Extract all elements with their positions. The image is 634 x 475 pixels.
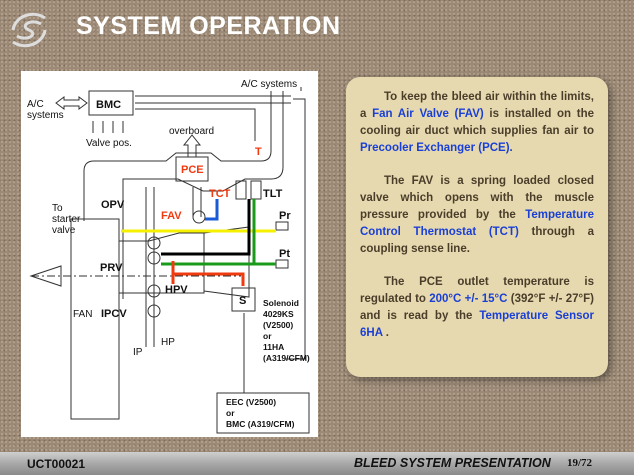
valve-pos-label: Valve pos. (86, 138, 132, 149)
text-label: or (226, 408, 235, 418)
text-label: 200°C +/- 15°C (429, 293, 508, 305)
ac-systems-top-label: A/C systems (241, 79, 297, 90)
presentation-title: BLEED SYSTEM PRESENTATION (354, 456, 551, 470)
bmc-box (88, 90, 134, 116)
text-label: Temperature Control Thermostat (TCT) (360, 209, 594, 238)
text-label: systems (27, 110, 64, 121)
tlt-label: TLT (263, 188, 283, 200)
text-label: is installed on the cooling air duct whi… (360, 108, 595, 137)
text-label: EEC (V2500) (226, 397, 276, 407)
fav-label: FAV (161, 210, 182, 222)
text-label: A/C (27, 99, 44, 110)
text-label: Precooler Exchanger (PCE). (360, 142, 513, 154)
text-label: To keep the bleed air within the limits,… (360, 91, 594, 120)
hpv-label: HPV (165, 284, 188, 296)
ip-label: IP (133, 347, 143, 358)
paragraph-pce-temp: The PCE outlet temperature is regulated … (360, 274, 594, 342)
text-label: (392°F +/- 27°F) and is read by the (360, 293, 594, 322)
company-logo (11, 12, 47, 48)
text-label: Solenoid (263, 298, 299, 308)
hp-label: HP (161, 337, 175, 348)
pr-label: Pr (279, 210, 291, 222)
text-label: (V2500) (263, 320, 293, 330)
bmc-label: BMC (96, 99, 121, 111)
tct-label: TCT (209, 188, 231, 200)
ipcv-label: IPCV (101, 308, 127, 320)
explanation-panel: To keep the bleed air within the limits,… (346, 77, 608, 377)
fan-label: FAN (73, 309, 92, 320)
text-label: valve (52, 225, 76, 236)
footer-bar: UCT00021 BLEED SYSTEM PRESENTATION 19/72 (0, 452, 634, 475)
text-label: BMC (A319/CFM) (226, 419, 295, 429)
course-code: UCT00021 (27, 457, 86, 471)
t-sensor-label: T (255, 146, 262, 158)
text-label: 4029KS (263, 309, 294, 319)
prv-label: PRV (100, 262, 123, 274)
opv-label: OPV (101, 199, 125, 211)
solenoid-s-label: S (239, 295, 246, 307)
text-label: The PCE outlet temperature is regulated … (360, 276, 594, 305)
page-title: SYSTEM OPERATION (76, 12, 341, 40)
text-label: Temperature Sensor 6HA (360, 310, 594, 339)
text-label: 11HA (263, 342, 284, 352)
pce-box (175, 156, 209, 182)
text-label: . (382, 327, 389, 339)
text-label: (A319/CFM) (263, 353, 310, 363)
text-label: To (52, 203, 63, 214)
paragraph-fav: To keep the bleed air within the limits,… (360, 89, 594, 157)
text-label: Fan Air Valve (FAV) (372, 108, 484, 120)
overboard-label: overboard (169, 126, 214, 137)
paragraph-tct: The FAV is a spring loaded closed valve … (360, 173, 594, 258)
solenoid-box (231, 287, 256, 312)
overboard-arrow-icon (182, 134, 202, 157)
pt-label: Pt (279, 248, 290, 260)
double-arrow-icon (55, 96, 88, 110)
text-label: starter (52, 214, 81, 225)
text-label: The FAV is a spring loaded closed valve … (360, 175, 594, 221)
page-number: 19/72 (567, 457, 593, 469)
text-label: or (263, 331, 272, 341)
text-label: through a coupling sense line. (360, 226, 594, 255)
pce-label: PCE (181, 164, 204, 176)
